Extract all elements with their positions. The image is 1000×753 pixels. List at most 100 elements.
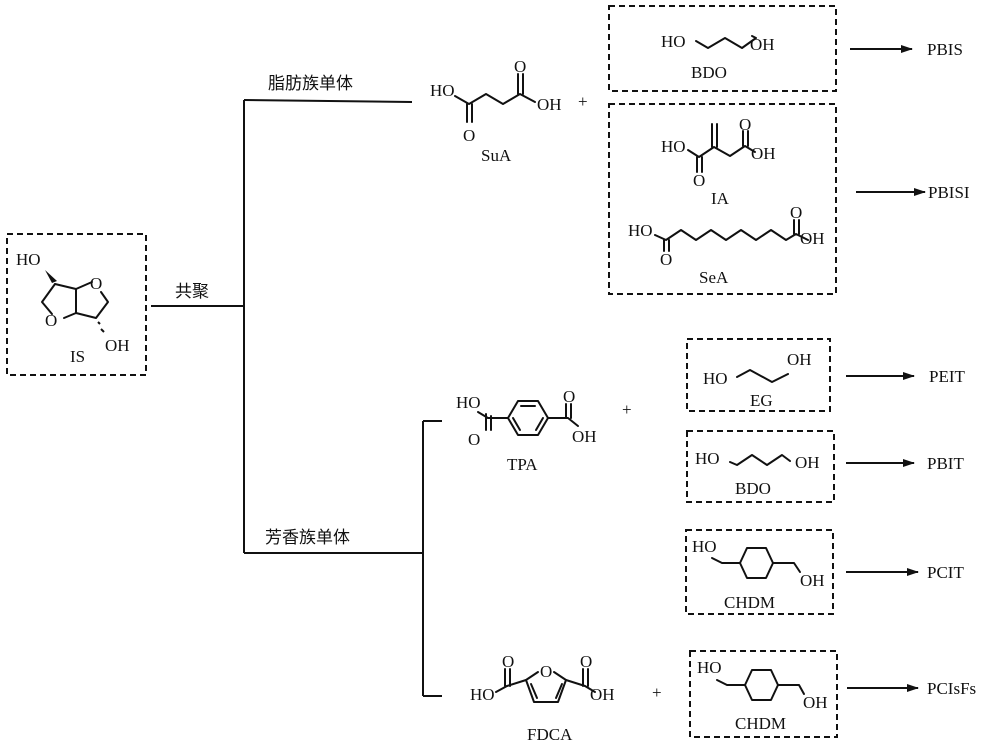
bdo-ho-group: HO [661,32,686,51]
tpa-carboxyl [547,403,579,427]
aliphatic-label: 脂肪族单体 [268,74,353,94]
sua-carbonyl-o: O [463,126,475,145]
eg-chain [736,369,789,383]
ia-label: IA [711,189,730,208]
is-monomer: HO O O OH IS [6,233,147,376]
plus-sign: + [578,92,588,111]
sua-label: SuA [481,146,512,165]
sua-ho-group: HO [430,81,455,100]
fdca-bond [506,679,527,687]
bdo-label: BDO [691,63,727,82]
ia-methylene [711,123,718,148]
chdm-bond [777,684,805,695]
branch-tree: 共聚 脂肪族单体 芳香族单体 [151,74,442,697]
tpa-carbonyl-o: O [563,387,575,406]
sua-chain [454,93,536,105]
fdca-carboxyl [495,668,511,693]
sua-carbonyl [517,73,524,95]
ia-ho-group: HO [661,137,686,156]
fdca-ring-double-bonds [530,683,563,699]
chdm-ho-group: HO [697,658,722,677]
bdo-aromatic-route: HO OH BDO PBIT [686,430,964,503]
product-pcisfs: PCIsFs [927,679,976,698]
aliphatic-branch-line [243,99,413,103]
tpa-oh-group: OH [572,427,597,446]
fdca-ring-oxygen: O [540,662,552,681]
bdo-label: BDO [735,479,771,498]
fdca-carboxyl [565,668,596,693]
product-pcit: PCIT [927,563,964,582]
chdm-box [685,529,834,615]
sea-chain [654,229,809,241]
is-bond [41,283,56,315]
tpa-carboxyl [477,411,492,431]
tpa-carbonyl-o: O [468,430,480,449]
chdm-label: CHDM [724,593,775,612]
chdm-tpa-route: HO OH CHDM PCIT [685,529,964,615]
ia-carbonyl [696,156,703,173]
bdo-aliphatic: HO OH BDO PBIS [608,5,963,92]
chdm-oh-group: OH [800,571,825,590]
fdca-furan-ring [525,671,567,703]
bdo-chain [695,35,757,49]
sua-oh-group: OH [537,95,562,114]
sea-carbonyl-o: O [790,203,802,222]
chdm-label: CHDM [735,714,786,733]
is-hashed-bond [97,321,105,333]
product-pbit: PBIT [927,454,964,473]
is-bond [63,288,77,319]
sea-carbonyl-o: O [660,250,672,269]
sea-ho-group: HO [628,221,653,240]
eg-oh-group: OH [787,350,812,369]
fdca-carbonyl-o: O [502,652,514,671]
ia-sea-box [608,103,837,295]
chdm-fdca-route: HO OH CHDM PCIsFs [689,650,976,738]
process-label: 共聚 [175,282,209,302]
bdo-ho-group: HO [695,449,720,468]
ia-sea-group: HO O O OH IA HO O O OH SeA PBISI [608,103,970,295]
eg-ho-group: HO [703,369,728,388]
bdo-oh-group: OH [750,35,775,54]
fdca-oh-group: OH [590,685,615,704]
is-ring-oxygen: O [90,274,102,293]
ia-carbonyl [742,130,749,147]
sua-carbonyl-o: O [514,57,526,76]
chdm-bond [711,557,741,564]
aromatic-label: 芳香族单体 [265,528,350,548]
ia-chain [687,145,756,158]
tpa-ho-group: HO [456,393,481,412]
is-oh-group: OH [105,336,130,355]
chdm-oh-group: OH [803,693,828,712]
fdca-label: FDCA [527,725,573,744]
tpa-label: TPA [507,455,538,474]
tpa-ring-double-bonds [512,405,544,431]
ia-oh-group: OH [751,144,776,163]
product-peit: PEIT [929,367,966,386]
sua-monomer: HO O O OH SuA + [430,57,588,165]
plus-sign: + [622,400,632,419]
chdm-cyclohexane-ring [744,669,779,701]
chdm-ho-group: HO [692,537,717,556]
ia-carbonyl-o: O [693,171,705,190]
chdm-box [689,650,838,738]
sea-label: SeA [699,268,729,287]
sea-carbonyl [663,239,670,252]
bdo-box [608,5,837,92]
sua-carbonyl [466,103,473,123]
sea-oh-group: OH [800,229,825,248]
product-pbis: PBIS [927,40,963,59]
bdo-chain [729,454,791,466]
tpa-monomer: HO O O OH TPA + [456,387,632,474]
is-label: IS [70,347,85,366]
is-ho-group: HO [16,250,41,269]
is-wedge-bond [45,270,57,283]
chdm-bond [772,562,801,573]
chdm-bond [716,679,746,686]
eg-route: HO OH EG PEIT [686,338,966,412]
is-bond [54,281,93,290]
bdo-oh-group: OH [795,453,820,472]
is-bond [75,291,109,319]
ia-carbonyl-o: O [739,115,751,134]
sea-carbonyl [793,219,800,235]
